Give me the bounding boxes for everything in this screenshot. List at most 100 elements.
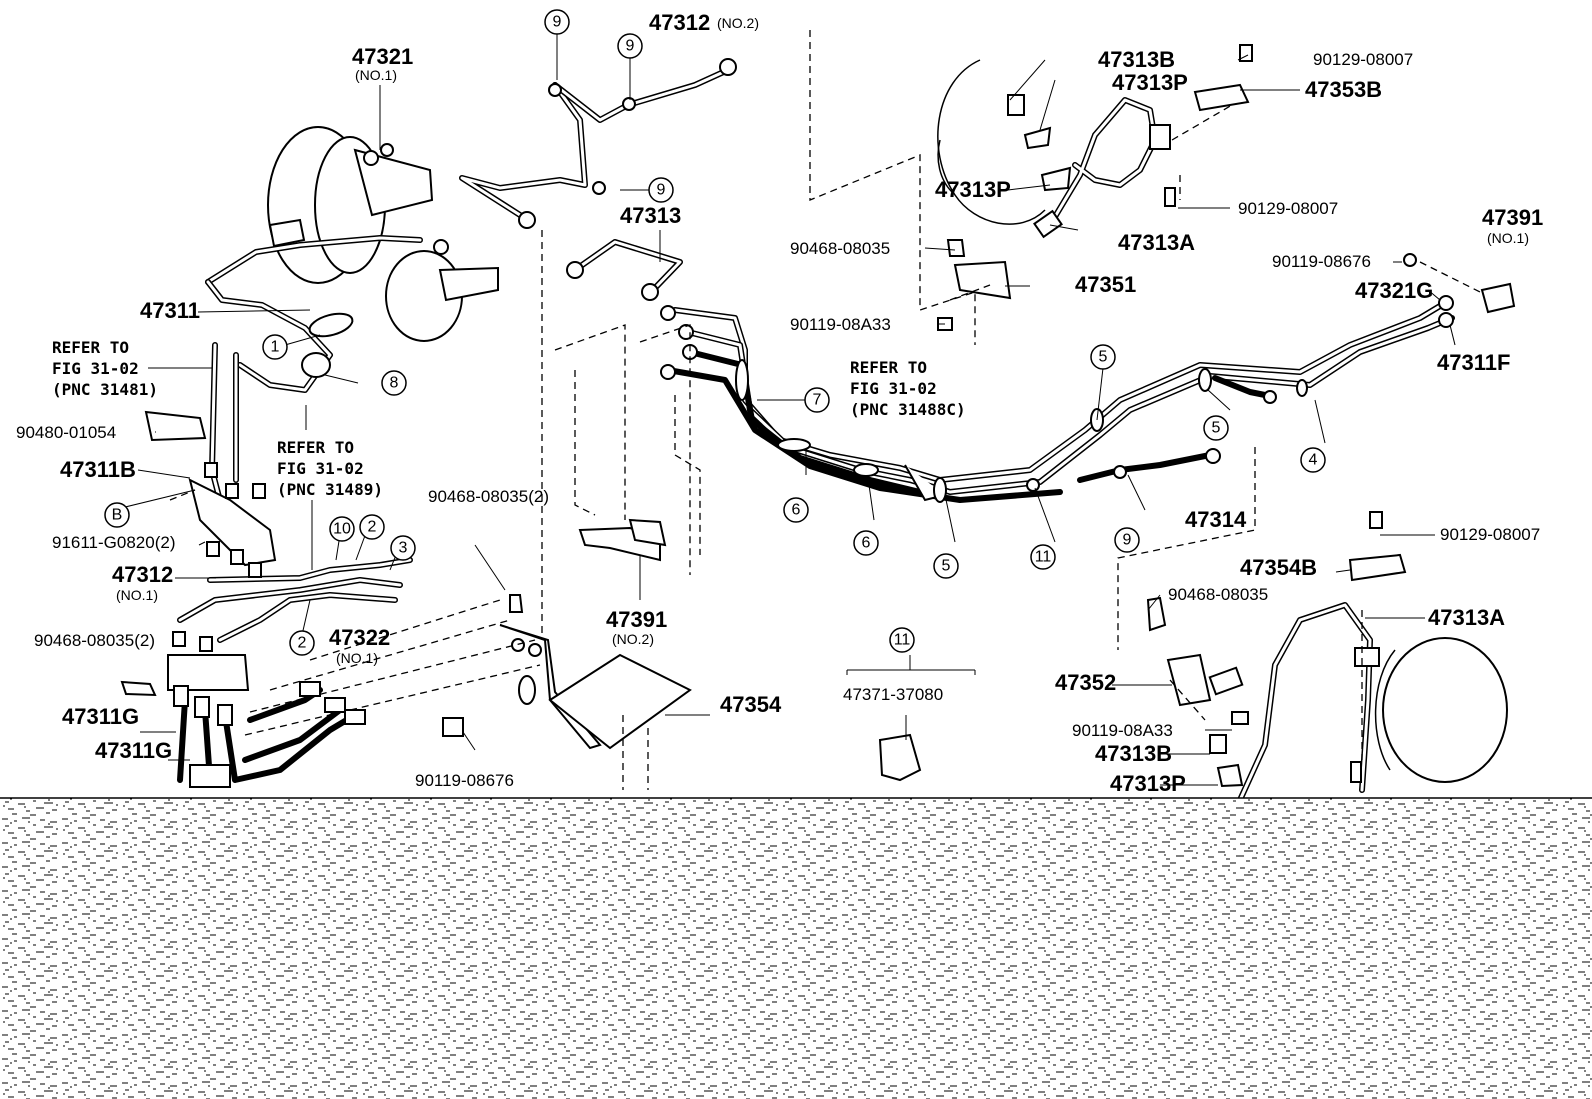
svg-text:11: 11 [1035, 549, 1052, 566]
master-cylinder-reservoir [385, 239, 499, 342]
svg-text:7: 7 [813, 392, 822, 409]
ref-note-3-line1: REFER TO [850, 358, 927, 377]
lower-hoses [173, 681, 366, 788]
label-90119-08A33-top: 90119-08A33 [790, 315, 891, 334]
svg-text:5: 5 [942, 558, 951, 575]
label-47354: 47354 [720, 692, 782, 717]
scan-noise-region [0, 797, 1592, 1099]
label-90119-08676-bot: 90119-08676 [415, 771, 514, 790]
ref-note-1-line2: FIG 31-02 [52, 359, 139, 378]
rear-drum-top [937, 44, 1253, 331]
svg-text:B: B [112, 507, 123, 524]
callout-10: 10 [329, 516, 355, 542]
label-47353B: 47353B [1305, 77, 1382, 102]
label-90468-08035-2-mid: 90468-08035(2) [428, 487, 549, 506]
callout-9-d: 9 [1114, 527, 1140, 553]
label-47391-no1: 47391 [1482, 205, 1543, 230]
callout-5-b: 5 [1090, 344, 1116, 370]
svg-text:6: 6 [862, 535, 871, 552]
phantom-lines [169, 30, 1481, 790]
svg-text:9: 9 [657, 182, 666, 199]
label-47321: 47321 [352, 44, 413, 69]
label-47391-no1-sub: (NO.1) [1487, 230, 1529, 246]
callout-5-c: 5 [1203, 415, 1229, 441]
label-47314: 47314 [1185, 507, 1247, 532]
label-47312-no1: 47312 [112, 562, 173, 587]
callout-4: 4 [1300, 447, 1326, 473]
svg-text:9: 9 [553, 14, 562, 31]
svg-text:3: 3 [399, 540, 408, 557]
svg-text:11: 11 [894, 632, 911, 649]
ref-note-2-line1: REFER TO [277, 438, 354, 457]
svg-text:9: 9 [1123, 532, 1132, 549]
svg-text:2: 2 [368, 519, 377, 536]
label-90119-08A33-bot: 90119-08A33 [1072, 721, 1173, 740]
svg-text:8: 8 [390, 375, 399, 392]
label-47312-no2: 47312 [649, 10, 710, 35]
callout-8: 8 [381, 370, 407, 396]
drawing: 47321 (NO.1) 47311 47312 (NO.2) 47313 47… [16, 9, 1543, 803]
ref-note-2-line3: (PNC 31489) [277, 480, 383, 499]
label-90468-08035-2-left: 90468-08035(2) [34, 631, 155, 650]
callout-2-b: 2 [289, 630, 315, 656]
callout-7: 7 [804, 387, 830, 413]
ref-note-3-line2: FIG 31-02 [850, 379, 937, 398]
label-47311G-1: 47311G [62, 704, 139, 729]
label-90129-a: 90129-08007 [1313, 50, 1413, 69]
label-47313P-mid: 47313P [935, 177, 1011, 202]
label-47312-no2-sub: (NO.2) [717, 15, 759, 31]
label-90129-c: 90129-08007 [1440, 525, 1540, 544]
label-90480-01054: 90480-01054 [16, 423, 116, 442]
callouts: 9 9 9 1 8 7 6 6 5 11 9 5 5 4 11 10 2 3 2… [104, 9, 1326, 656]
ref-note-1-line1: REFER TO [52, 338, 129, 357]
callout-9-b: 9 [617, 33, 643, 59]
svg-text:10: 10 [333, 521, 351, 538]
svg-text:5: 5 [1212, 420, 1221, 437]
label-90468-08035-top: 90468-08035 [790, 239, 890, 258]
label-47322: 47322 [329, 625, 390, 650]
label-47311F: 47311F [1437, 350, 1510, 375]
label-47312-no1-sub: (NO.1) [116, 587, 158, 603]
svg-text:5: 5 [1099, 349, 1108, 366]
ref-note-2-line2: FIG 31-02 [277, 459, 364, 478]
svg-text:6: 6 [792, 502, 801, 519]
label-47313: 47313 [620, 203, 681, 228]
label-47313B-bot: 47313B [1095, 741, 1172, 766]
label-47311B: 47311B [60, 457, 136, 482]
center-top-pipes [459, 58, 737, 301]
label-47321-sub: (NO.1) [355, 67, 397, 83]
label-47311: 47311 [140, 298, 200, 323]
ref-note-3-line3: (PNC 31488C) [850, 400, 966, 419]
label-47321G: 47321G [1355, 278, 1433, 303]
label-90119-08676-top: 90119-08676 [1272, 252, 1371, 271]
rear-drum-bottom [1146, 511, 1508, 803]
label-47391-no2: 47391 [606, 607, 667, 632]
label-47313B-top: 47313B [1098, 47, 1175, 72]
svg-text:2: 2 [298, 635, 307, 652]
callout-2-a: 2 [359, 514, 385, 540]
label-47313P-top: 47313P [1112, 70, 1188, 95]
callout-5-a: 5 [933, 553, 959, 579]
callout-3: 3 [390, 535, 416, 561]
callout-B: B [104, 502, 130, 528]
svg-text:1: 1 [271, 339, 280, 356]
label-47352: 47352 [1055, 670, 1116, 695]
callout-9-c: 9 [648, 177, 674, 203]
svg-text:9: 9 [626, 38, 635, 55]
callout-1: 1 [262, 334, 288, 360]
label-47354B: 47354B [1240, 555, 1317, 580]
label-91611: 91611-G0820(2) [52, 533, 176, 552]
label-47313A-bot: 47313A [1428, 605, 1505, 630]
label-90129-b: 90129-08007 [1238, 199, 1338, 218]
label-47313A-top: 47313A [1118, 230, 1195, 255]
label-47313P-bot: 47313P [1110, 771, 1186, 796]
part-labels: 47321 (NO.1) 47311 47312 (NO.2) 47313 47… [16, 10, 1543, 796]
label-47311G-2: 47311G [95, 738, 172, 763]
label-47322-sub: (NO.1) [336, 650, 378, 666]
ref-note-1-line3: (PNC 31481) [52, 380, 158, 399]
callout-6-a: 6 [783, 497, 809, 523]
callout-6-b: 6 [853, 530, 879, 556]
callout-9-a: 9 [544, 9, 570, 35]
rear-pipe-bundle [660, 253, 1516, 503]
